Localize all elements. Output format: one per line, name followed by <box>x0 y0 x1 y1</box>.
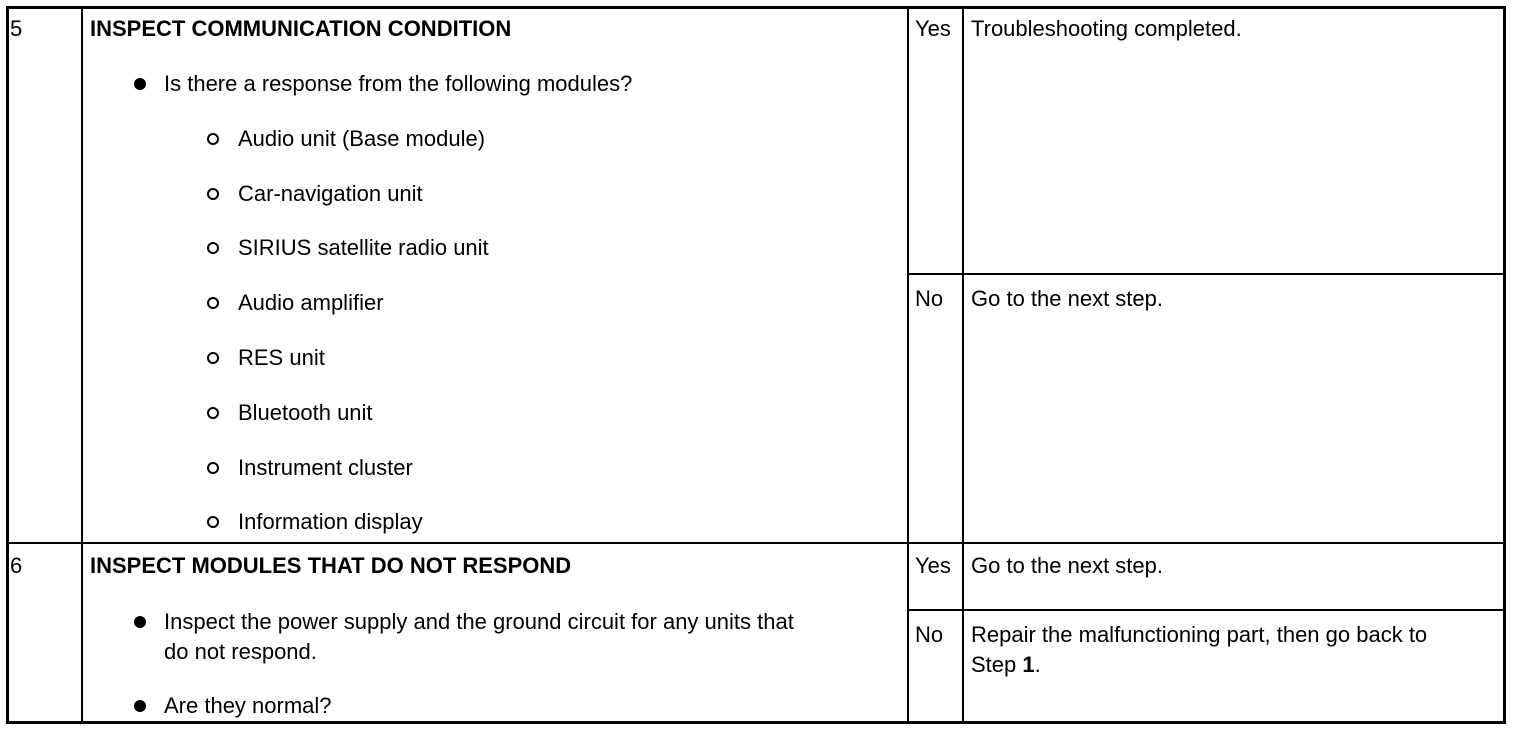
module-item: RES unit <box>238 345 325 370</box>
result-yes-label: Yes <box>915 16 951 41</box>
module-item: Audio amplifier <box>238 290 384 315</box>
circle-bullet-icon <box>207 188 219 200</box>
result-no-label: No <box>915 622 944 647</box>
module-item: SIRIUS satellite radio unit <box>238 235 489 260</box>
circle-bullet-icon <box>207 352 219 364</box>
circle-bullet-icon <box>207 297 219 309</box>
module-item: Car-navigation unit <box>238 181 423 206</box>
column-divider-number <box>81 6 83 724</box>
module-item: Instrument cluster <box>238 455 413 480</box>
result-no-action: Go to the next step. <box>971 286 1164 311</box>
step-instruction-line2: do not respond. <box>164 639 317 664</box>
column-divider-action <box>962 6 964 724</box>
row-divider-step5-yes-no <box>909 273 1506 275</box>
result-no-label: No <box>915 286 944 311</box>
result-yes-action: Troubleshooting completed. <box>971 16 1242 41</box>
circle-bullet-icon <box>207 516 219 528</box>
result-no-action-line1: Repair the malfunctioning part, then go … <box>971 622 1428 647</box>
step-instruction-line1: Inspect the power supply and the ground … <box>164 609 794 634</box>
step-question: Are they normal? <box>164 693 332 718</box>
bullet-icon <box>134 616 146 628</box>
column-divider-result <box>907 6 909 724</box>
step-title: INSPECT MODULES THAT DO NOT RESPOND <box>90 553 572 578</box>
circle-bullet-icon <box>207 462 219 474</box>
row-divider-step5-step6 <box>6 542 1506 544</box>
circle-bullet-icon <box>207 133 219 145</box>
step-number: 6 <box>10 553 23 578</box>
result-yes-action: Go to the next step. <box>971 553 1164 578</box>
row-divider-step6-yes-no <box>909 609 1506 611</box>
step-ref-number: 1 <box>1022 652 1035 677</box>
step-title: INSPECT COMMUNICATION CONDITION <box>90 16 512 41</box>
step-number: 5 <box>10 16 23 41</box>
step-ref-prefix: Step <box>971 652 1023 677</box>
result-yes-label: Yes <box>915 553 951 578</box>
bullet-icon <box>134 700 146 712</box>
troubleshooting-table <box>6 6 1506 724</box>
step-question: Is there a response from the following m… <box>164 71 633 96</box>
step-ref-suffix: . <box>1034 652 1041 677</box>
module-item: Information display <box>238 509 423 534</box>
bullet-icon <box>134 78 146 90</box>
result-no-action-line2: Step 1. <box>971 650 1041 680</box>
circle-bullet-icon <box>207 242 219 254</box>
module-item: Bluetooth unit <box>238 400 373 425</box>
module-item: Audio unit (Base module) <box>238 126 486 151</box>
circle-bullet-icon <box>207 407 219 419</box>
